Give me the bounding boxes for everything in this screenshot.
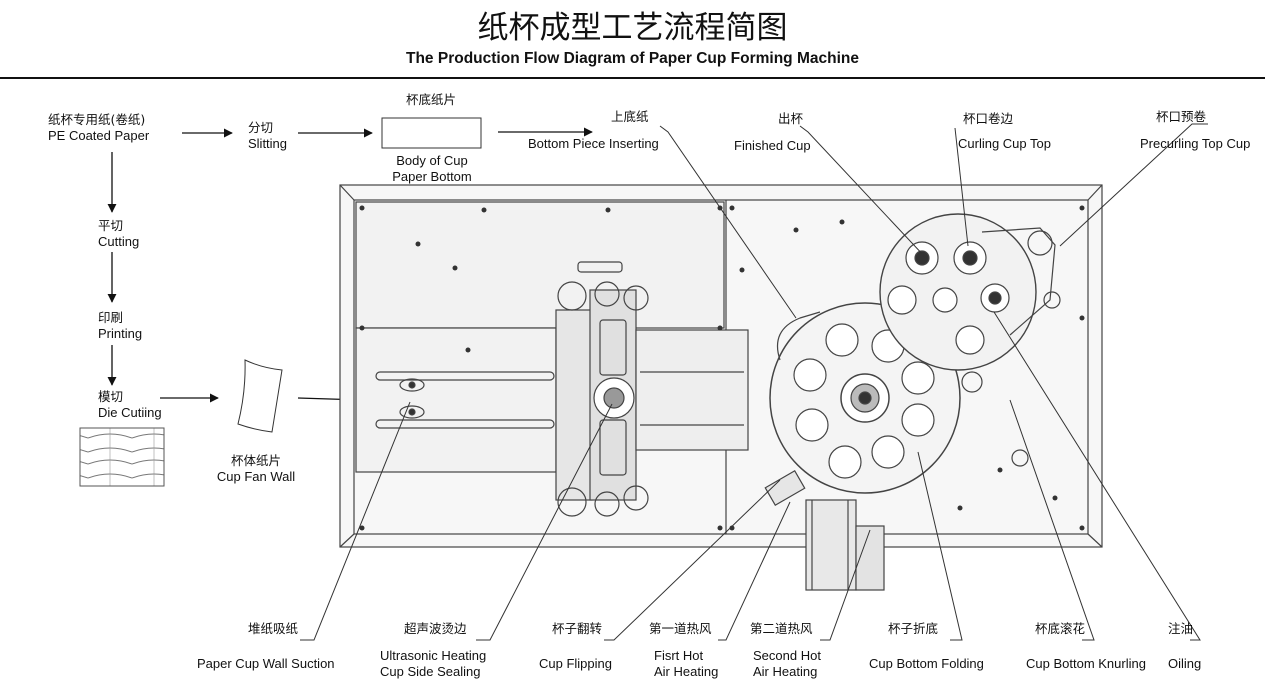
printing-cn: 印刷 [98, 310, 124, 325]
suction-en: Paper Cup Wall Suction [197, 656, 335, 671]
suction-cn: 堆纸吸纸 [248, 621, 299, 636]
printing-label: 印刷 Printing [98, 310, 142, 342]
die-cutting-en: Die Cutiing [98, 405, 162, 420]
ultrasonic-en: Ultrasonic Heating Cup Side Sealing [380, 648, 486, 680]
cutting-en: Cutting [98, 234, 140, 249]
finished-cup-cn: 出杯 [778, 111, 804, 126]
curling-cn: 杯口卷边 [963, 111, 1014, 126]
first-hot-en: Fisrt Hot Air Heating [654, 648, 718, 680]
cutting-label: 平切 Cutting [98, 218, 139, 250]
slitting-cn: 分切 [248, 120, 274, 135]
bottom-paper-cn: 杯底纸片 [406, 92, 457, 107]
curling-en: Curling Cup Top [958, 136, 1051, 151]
first-hot-en1: Fisrt Hot [654, 648, 704, 663]
bottom-paper-en2: Paper Bottom [392, 169, 472, 184]
pe-paper-en: PE Coated Paper [48, 128, 150, 143]
ultrasonic-en1: Ultrasonic Heating [380, 648, 487, 663]
bottom-paper-en: Body of Cup Paper Bottom [384, 153, 480, 185]
fan-wall-blank [237, 359, 283, 433]
pe-paper-cn: 纸杯专用纸(卷纸) [48, 112, 146, 127]
knurling-en: Cup Bottom Knurling [1026, 656, 1146, 671]
flipping-cn: 杯子翻转 [552, 621, 603, 636]
precurling-cn: 杯口预卷 [1156, 109, 1207, 124]
title-en: The Production Flow Diagram of Paper Cup… [406, 50, 859, 67]
folding-en: Cup Bottom Folding [869, 656, 984, 671]
bottom-inserting-en: Bottom Piece Inserting [528, 136, 659, 151]
cutting-cn: 平切 [98, 218, 124, 233]
fan-wall-label: 杯体纸片 Cup Fan Wall [206, 453, 306, 485]
knurling-cn: 杯底滚花 [1035, 621, 1086, 636]
paper-bottom-sheet [381, 117, 482, 149]
fan-wall-en: Cup Fan Wall [216, 469, 296, 484]
second-hot-en: Second Hot Air Heating [753, 648, 821, 680]
slitting-en: Slitting [248, 136, 288, 151]
ultrasonic-cn: 超声波烫边 [404, 621, 467, 636]
bottom-paper-en1: Body of Cup [396, 153, 468, 168]
second-hot-en2: Air Heating [753, 664, 818, 679]
first-hot-en2: Air Heating [654, 664, 719, 679]
ultrasonic-en2: Cup Side Sealing [380, 664, 481, 679]
fan-wall-cn: 杯体纸片 [230, 453, 281, 468]
printing-en: Printing [98, 326, 143, 341]
flipping-en: Cup Flipping [539, 656, 612, 671]
second-hot-cn: 第二道热风 [750, 621, 813, 636]
second-hot-en1: Second Hot [753, 648, 821, 663]
title-divider [0, 77, 1265, 79]
pe-paper-label: 纸杯专用纸(卷纸) PE Coated Paper [48, 112, 149, 144]
die-cutting-cn: 模切 [98, 389, 124, 404]
slitting-label: 分切 Slitting [248, 120, 287, 152]
leader-lines [300, 123, 1208, 641]
oiling-en: Oiling [1168, 656, 1202, 671]
folding-cn: 杯子折底 [888, 621, 939, 636]
die-cutting-label: 模切 Die Cutiing [98, 389, 162, 421]
first-hot-cn: 第一道热风 [649, 621, 712, 636]
title-cn: 纸杯成型工艺流程简图 [477, 10, 788, 46]
bottom-inserting-cn: 上底纸 [611, 109, 649, 124]
machine-body [339, 184, 1103, 591]
oiling-cn: 注油 [1168, 621, 1194, 636]
finished-cup-en: Finished Cup [734, 138, 811, 153]
precurling-en: Precurling Top Cup [1140, 136, 1251, 151]
die-cut-sheet [79, 427, 165, 487]
